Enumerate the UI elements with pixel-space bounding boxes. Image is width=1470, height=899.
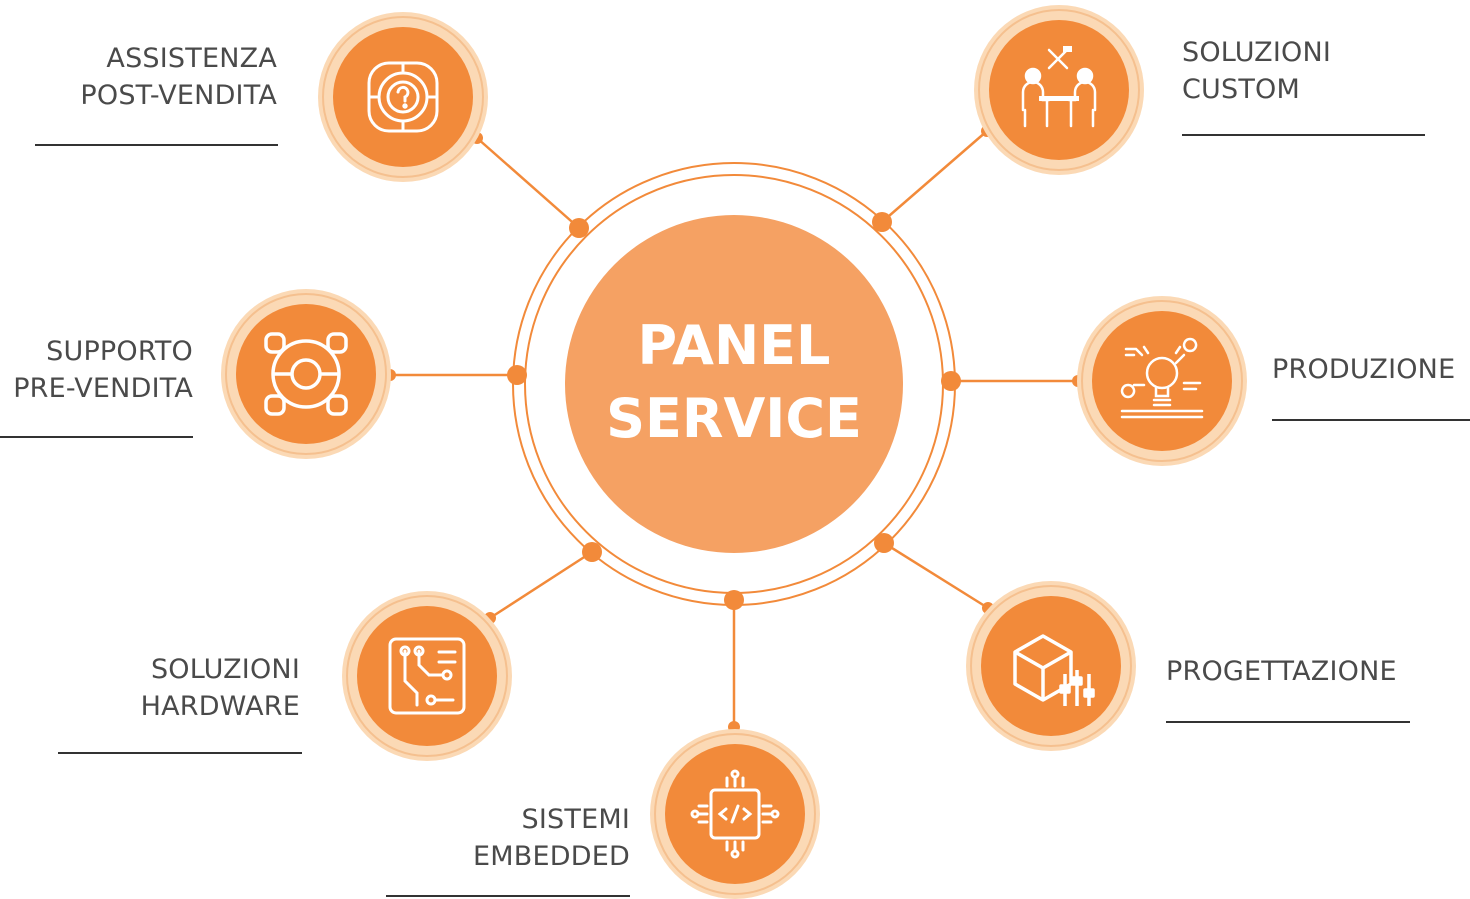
label-line: POST-VENDITA <box>80 80 277 111</box>
node-disc <box>989 20 1129 160</box>
node-halo-ring <box>970 585 1132 747</box>
hub-title-line1: PANEL <box>638 314 831 377</box>
node-supporto <box>221 289 391 459</box>
label-hardware: SOLUZIONI HARDWARE <box>141 651 300 725</box>
lightbulb-assembly-icon <box>1120 337 1204 419</box>
node-embedded <box>650 729 820 899</box>
label-line: SISTEMI <box>521 804 630 835</box>
lifebuoy-icon <box>264 332 348 416</box>
node-custom <box>974 5 1144 175</box>
hub-dot <box>582 542 602 562</box>
node-halo-ring <box>225 293 387 455</box>
chip-code-icon <box>690 769 780 859</box>
node-produzione <box>1077 296 1247 466</box>
label-underline <box>1272 419 1470 421</box>
connectors <box>390 130 1078 727</box>
connector-hardware <box>489 550 593 620</box>
meeting-tools-icon <box>1021 46 1097 128</box>
label-line: ASSISTENZA <box>106 43 277 74</box>
hub-dot <box>724 590 744 610</box>
node-halo-ring <box>322 16 484 178</box>
node-progettazione <box>966 581 1136 751</box>
label-line: PRODUZIONE <box>1272 354 1456 385</box>
hub-dot <box>507 365 527 385</box>
label-line: HARDWARE <box>140 691 300 722</box>
connector-progettazione <box>883 541 989 610</box>
label-line: PROGETTAZIONE <box>1166 656 1397 687</box>
label-produzione: PRODUZIONE <box>1272 351 1455 388</box>
node-disc <box>236 304 376 444</box>
question-target-icon <box>367 61 439 133</box>
node-disc <box>981 596 1121 736</box>
connector-assistenza <box>476 137 580 229</box>
circuit-board-icon <box>388 637 466 715</box>
label-underline <box>58 752 302 754</box>
label-line: CUSTOM <box>1182 74 1300 105</box>
label-line: SOLUZIONI <box>150 654 300 685</box>
label-supporto: SUPPORTO PRE-VENDITA <box>13 333 193 407</box>
label-underline <box>1182 134 1425 136</box>
label-line: SOLUZIONI <box>1182 37 1332 68</box>
label-underline <box>1166 721 1410 723</box>
label-assistenza: ASSISTENZA POST-VENDITA <box>80 40 277 114</box>
label-progettazione: PROGETTAZIONE <box>1166 653 1397 690</box>
hub-dot <box>941 371 961 391</box>
hub-core <box>565 215 903 553</box>
hub-title-line2: SERVICE <box>606 387 862 450</box>
label-line: EMBEDDED <box>473 841 630 872</box>
node-disc <box>357 606 497 746</box>
node-disc <box>333 27 473 167</box>
label-underline <box>386 895 630 897</box>
node-halo-ring <box>978 9 1140 171</box>
hub-dot <box>569 218 589 238</box>
label-underline <box>0 436 193 438</box>
label-embedded: SISTEMI EMBEDDED <box>473 801 630 875</box>
node-hardware <box>342 591 512 761</box>
node-halo-ring <box>1081 300 1243 462</box>
cube-sliders-icon <box>1013 634 1095 706</box>
node-halo-ring <box>346 595 508 757</box>
connector-custom <box>881 130 988 223</box>
node-assistenza <box>318 12 488 182</box>
label-underline <box>35 144 278 146</box>
label-line: PRE-VENDITA <box>13 373 193 404</box>
node-halo-ring <box>654 733 816 895</box>
node-disc <box>1092 311 1232 451</box>
hub-dot <box>874 533 894 553</box>
label-line: SUPPORTO <box>46 336 193 367</box>
hub-dot <box>872 212 892 232</box>
label-custom: SOLUZIONI CUSTOM <box>1182 34 1331 108</box>
